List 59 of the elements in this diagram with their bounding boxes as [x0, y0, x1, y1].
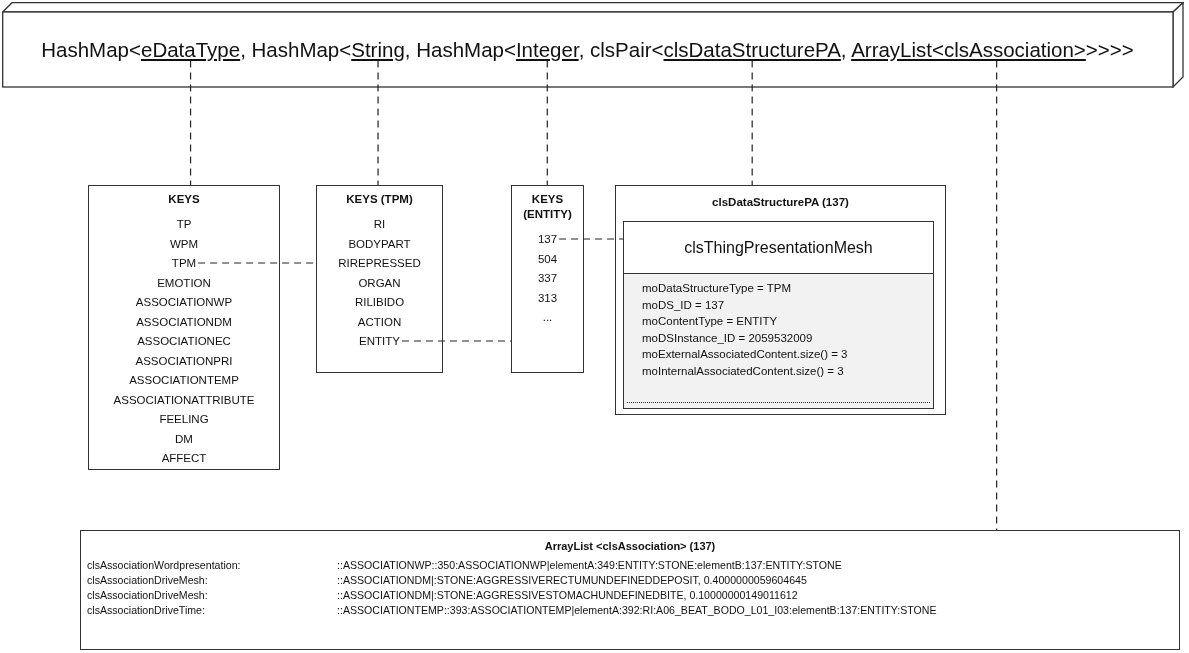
- attribute-line: moDSInstance_ID = 2059532009: [642, 330, 814, 346]
- key-item: WPM: [169, 237, 199, 250]
- key-item: AFFECT: [161, 452, 207, 464]
- key-item: 504: [537, 252, 558, 265]
- object-box: [615, 185, 946, 415]
- association-value: ::ASSOCIATIONTEMP::393:ASSOCIATIONTEMP|elementA:392:RI:A06_BEAT_BODO_L01_I03:elementB:137:ENTITY:STONE: [337, 603, 938, 618]
- type-signature: HashMap<eDataType, HashMap<String, HashMap<Integer, clsPair<clsDataStructurePA, ArrayList<clsAssociation>>>>>: [41, 37, 1134, 62]
- list-heading: KEYS (TPM): [345, 192, 414, 207]
- key-item: DM: [175, 432, 193, 445]
- association-value: ::ASSOCIATIONDM|:STONE:AGGRESSIVESTOMACHUNDEFINEDBITE, 0.10000000149011612: [337, 588, 799, 603]
- association-type: clsAssociationWordpresentation:: [87, 558, 242, 573]
- object-title: clsDataStructurePA (137): [711, 195, 850, 210]
- key-item: TP: [176, 218, 192, 230]
- key-item: RILIBIDO: [354, 296, 405, 308]
- key-list-box: [316, 185, 443, 373]
- connector-line: [189, 59, 192, 186]
- key-item: ORGAN: [358, 276, 401, 289]
- key-item: ASSOCIATIONWP: [135, 296, 233, 308]
- key-list-box: [88, 185, 280, 470]
- key-item: FEELING: [159, 413, 209, 425]
- key-item: ENTITY: [359, 335, 400, 347]
- key-item: BODYPART: [348, 237, 411, 250]
- attribute-line: moDataStructureType = TPM: [642, 281, 793, 296]
- connector-line: [546, 59, 548, 186]
- key-item: ASSOCIATIONPRI: [135, 354, 233, 367]
- key-item: ASSOCIATIONATTRIBUTE: [113, 393, 255, 406]
- attribute-line: moExternalAssociatedContent.size() = 3: [642, 347, 849, 362]
- key-item: 137: [537, 233, 558, 245]
- key-item: RI: [373, 218, 386, 230]
- list-heading: ArrayList <clsAssociation> (137): [543, 539, 717, 554]
- key-item: EMOTION: [157, 276, 211, 289]
- connector-line: [377, 59, 379, 186]
- association-value: ::ASSOCIATIONDM|:STONE:AGGRESSIVERECTUMUNDEFINEDDEPOSIT, 0.4000000059604645: [337, 573, 808, 588]
- connector-line: [558, 238, 624, 240]
- key-item: ACTION: [357, 315, 402, 328]
- class-name: clsThingPresentationMesh: [684, 238, 873, 257]
- attribute-line: moDS_ID = 137: [642, 297, 726, 313]
- key-item: RIREPRESSED: [338, 257, 421, 269]
- key-item: ASSOCIATIONEC: [137, 335, 231, 347]
- connector-line: [996, 59, 998, 531]
- key-item: TPM: [171, 257, 197, 269]
- connector-line: [751, 59, 753, 186]
- key-list-box: [511, 185, 584, 373]
- key-item: 313: [537, 291, 558, 304]
- key-item: ...: [542, 311, 553, 323]
- association-type: clsAssociationDriveMesh:: [87, 573, 209, 588]
- list-heading: KEYS (ENTITY): [522, 192, 573, 222]
- connector-line: [401, 340, 512, 342]
- attribute-line: moInternalAssociatedContent.size() = 3: [642, 363, 845, 379]
- key-item: 337: [537, 272, 558, 284]
- attribute-line: moContentType = ENTITY: [642, 314, 779, 329]
- list-box: [80, 530, 1180, 650]
- key-item: ASSOCIATIONTEMP: [129, 374, 239, 386]
- list-heading: KEYS: [167, 192, 201, 207]
- association-value: ::ASSOCIATIONWP::350:ASSOCIATIONWP|elementA:349:ENTITY:STONE:elementB:137:ENTITY:STONE: [337, 558, 843, 573]
- association-type: clsAssociationDriveTime:: [87, 603, 206, 618]
- class-box: [623, 221, 934, 409]
- key-item: ASSOCIATIONDM: [136, 315, 232, 328]
- association-type: clsAssociationDriveMesh:: [87, 588, 209, 603]
